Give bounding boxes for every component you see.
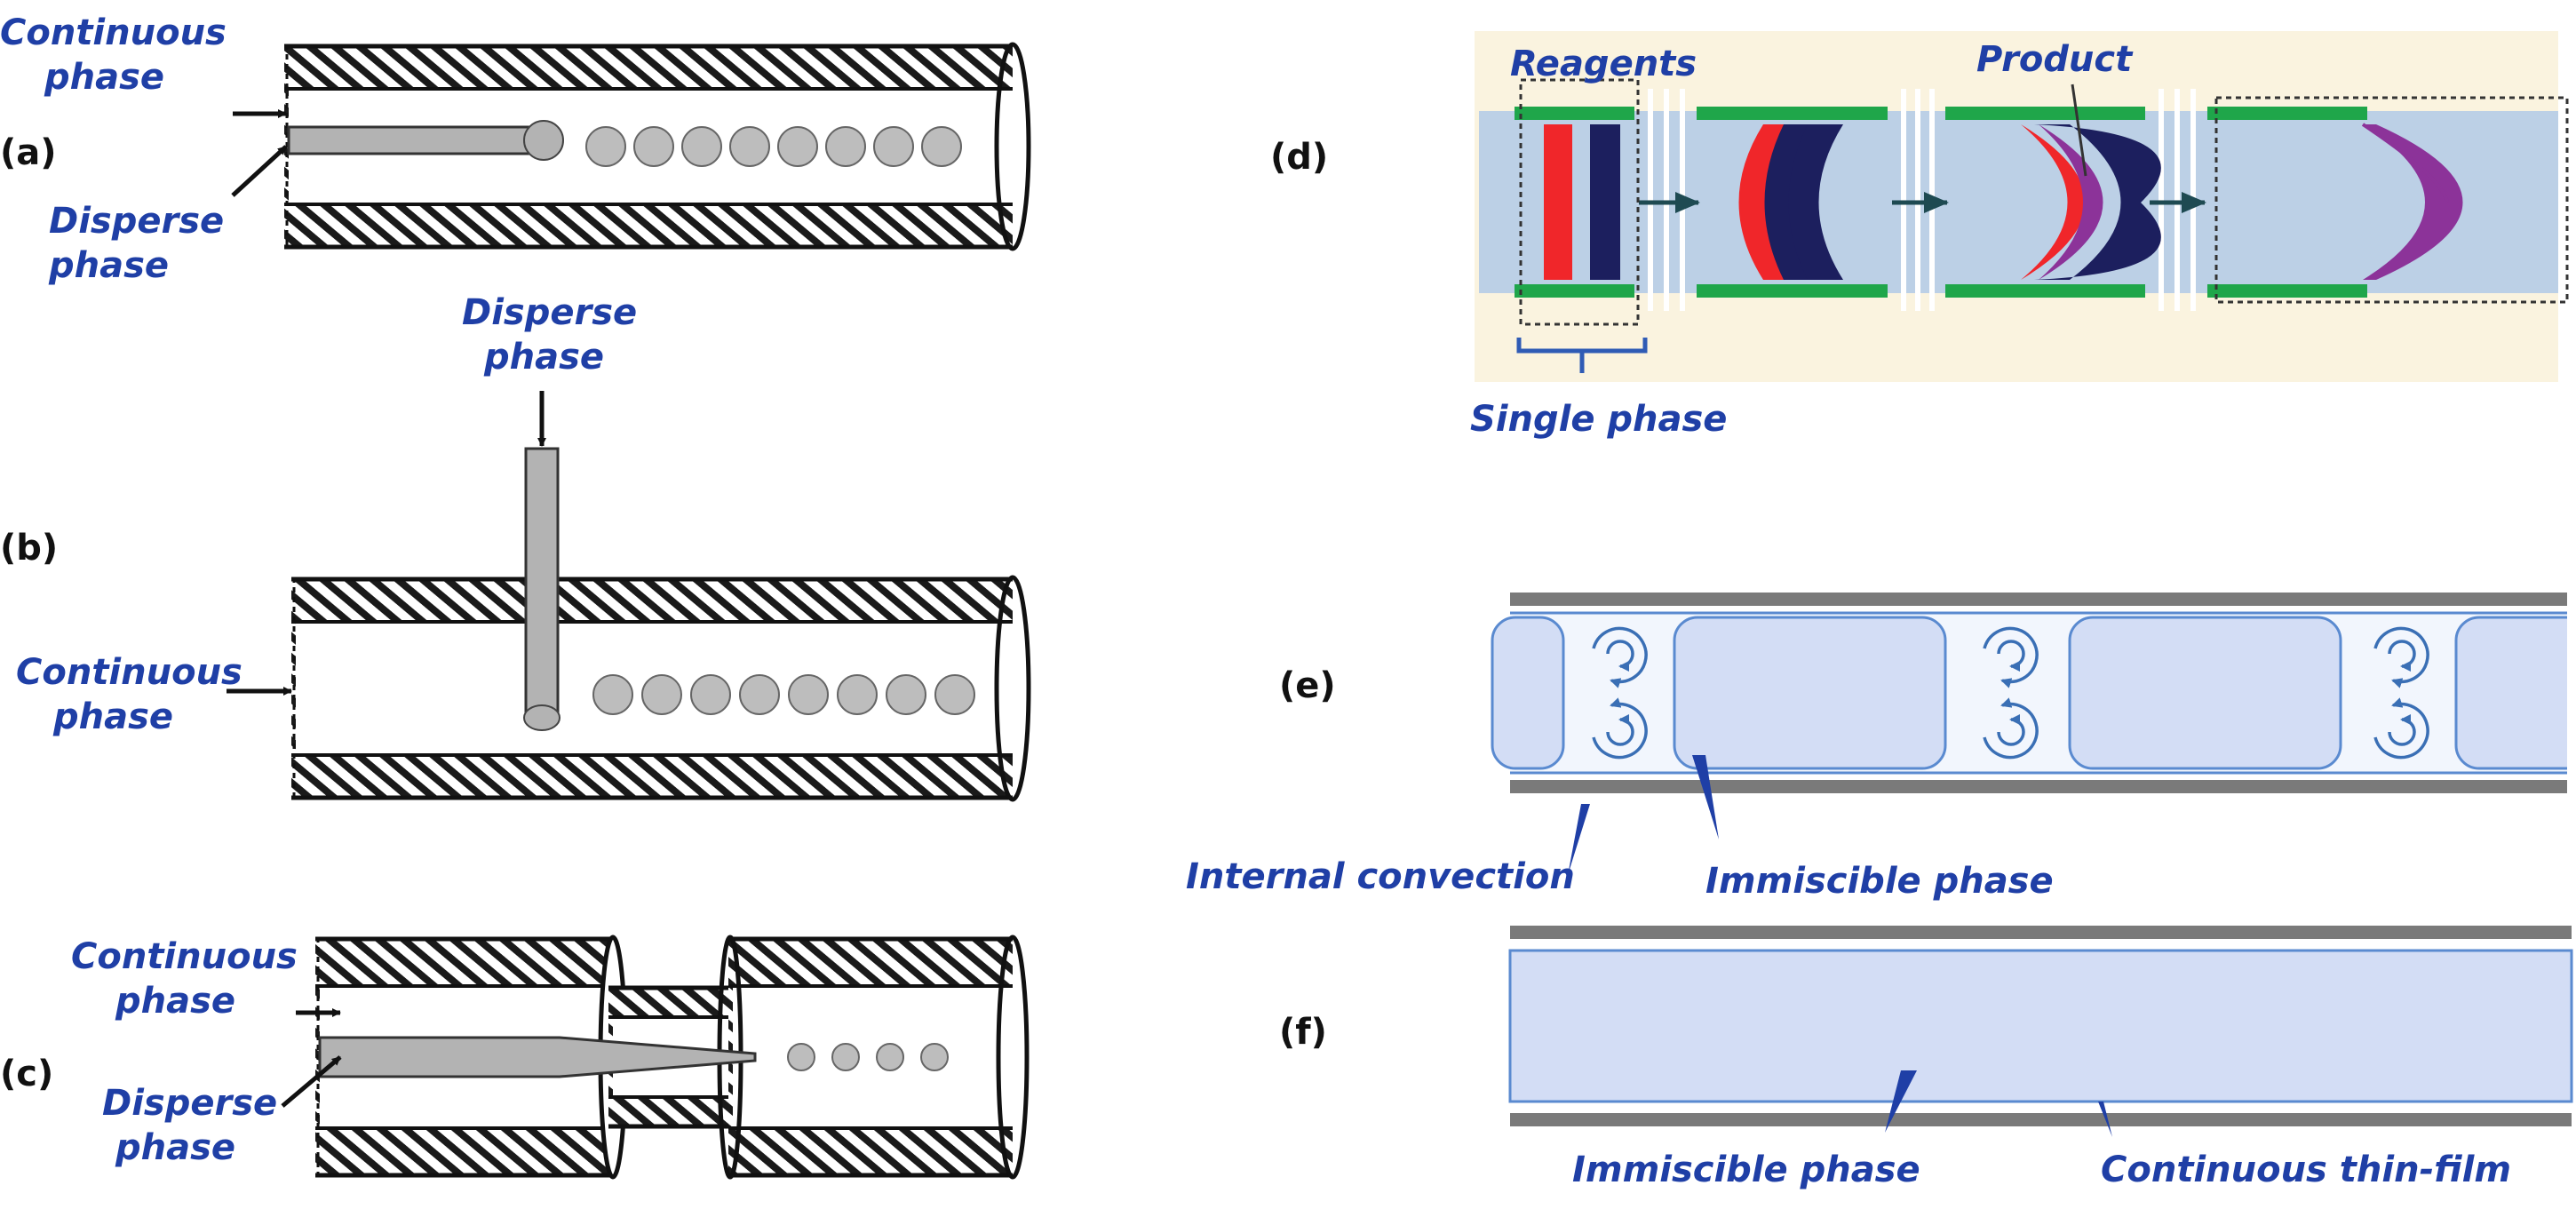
product-pointer [2071, 84, 2087, 177]
label-disperse-phase-a: Disperse phase [48, 201, 236, 286]
droplet [729, 126, 770, 167]
droplet [592, 674, 633, 715]
single-phase-bracket [1516, 338, 1648, 373]
label-single-phase: Single phase [1470, 399, 1727, 440]
droplet [920, 1043, 949, 1071]
droplet [921, 126, 962, 167]
droplet [690, 674, 731, 715]
needle-b [524, 447, 560, 717]
pointer-internal-convection [1568, 804, 1590, 875]
droplet [886, 674, 926, 715]
wall-top-f [1510, 926, 2572, 939]
droplet [825, 126, 866, 167]
panel-e: Internal convection Immiscible phase (e) [1186, 586, 2576, 902]
wall-bottom-e [1510, 780, 2572, 793]
label-reagents: Reagents [1510, 44, 1697, 84]
panel-tag-b: (b) [0, 528, 58, 569]
immiscible-plug [1673, 616, 1947, 770]
label-continuous-phase-b: Continuous phase [16, 652, 255, 737]
droplet [837, 674, 878, 715]
droplet [831, 1043, 860, 1071]
pointer-immiscible-phase-f [1885, 1070, 1917, 1133]
panel-c: Continuous phase (c) Disperse phase [0, 935, 1030, 1180]
droplet [787, 1043, 815, 1071]
panel-d: Reagents Product Single phase (d) [1270, 31, 2569, 440]
panel-tag-e: (e) [1279, 665, 1336, 706]
droplet [633, 126, 674, 167]
immiscible-phase-f [1508, 949, 2573, 1103]
panel-f: Immiscible phase Continuous thin-film (f… [1279, 926, 2573, 1190]
label-continuous-phase-c: Continuous phase [71, 936, 310, 1022]
tube-end-b [994, 575, 1031, 802]
label-continuous-phase-a: Continuous phase [0, 12, 239, 98]
immiscible-plug [2068, 616, 2342, 770]
droplet [681, 126, 722, 167]
pointer-thin-film [2098, 1102, 2112, 1137]
needle-a [287, 125, 530, 155]
tube-end-a [994, 42, 1031, 251]
pointer-immiscible-phase-e [1692, 755, 1719, 839]
label-product: Product [1976, 39, 2134, 80]
droplet [777, 126, 818, 167]
panel-tag-a: (a) [0, 132, 57, 173]
wall-bottom-f [1510, 1113, 2572, 1126]
panel-b: Disperse phase (b) Continuous phase [0, 292, 1031, 802]
droplet [873, 126, 914, 167]
label-immiscible-phase-f: Immiscible phase [1572, 1149, 1920, 1190]
reagent-band-red [1544, 124, 1572, 280]
reagent-band-navy [1590, 124, 1620, 280]
label-internal-convection: Internal convection [1186, 856, 1575, 897]
single-phase-box [1519, 78, 1640, 326]
label-disperse-phase-b: Disperse phase [462, 292, 649, 378]
label-continuous-thin-film: Continuous thin-film [2101, 1149, 2511, 1190]
droplet [739, 674, 780, 715]
label-disperse-phase-c: Disperse phase [102, 1083, 290, 1168]
label-immiscible-phase-e: Immiscible phase [1705, 861, 2054, 902]
panel-tag-d: (d) [1270, 137, 1328, 178]
tube-end-c [996, 935, 1030, 1180]
droplet [788, 674, 829, 715]
panel-tag-f: (f) [1279, 1012, 1327, 1053]
panel-tag-c: (c) [0, 1054, 53, 1094]
droplet [585, 126, 626, 167]
droplet [934, 674, 975, 715]
product-box [2214, 96, 2569, 304]
disperse-inlet-arrow-c [281, 1055, 342, 1108]
disperse-inlet-arrow-a [231, 145, 288, 197]
droplet [876, 1043, 904, 1071]
droplet [641, 674, 682, 715]
panel-a: Continuous phase (a) Disperse phase [0, 12, 1031, 286]
wall-top-e [1510, 593, 2572, 606]
